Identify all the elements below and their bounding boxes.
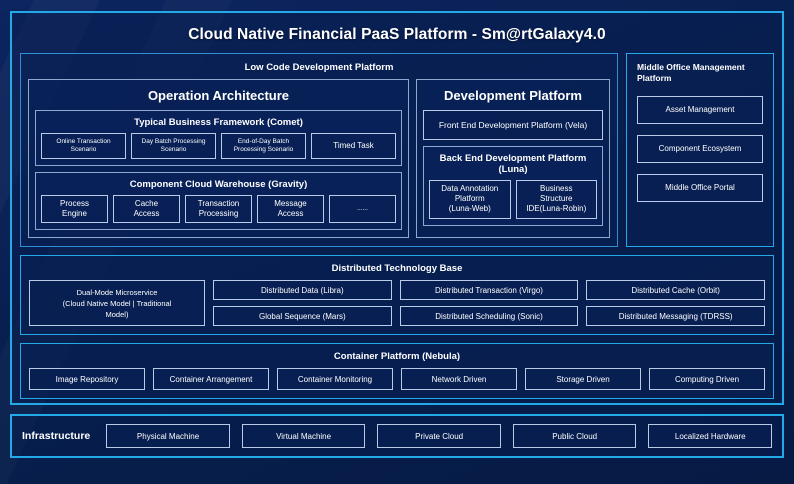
container-platform-heading: Container Platform (Nebula) <box>333 351 461 363</box>
distributed-technology-base-body: Dual-Mode Microservice (Cloud Native Mod… <box>29 280 765 327</box>
middle-office-item-component-ecosystem[interactable]: Component Ecosystem <box>637 134 763 163</box>
component-cloud-warehouse-items: Process Engine Cache Access Transaction … <box>41 195 396 224</box>
back-end-items: Data Annotation Platform (Luna-Web) Busi… <box>429 180 597 219</box>
distributed-tech-cell[interactable]: Global Sequence (Mars) <box>213 306 392 327</box>
infrastructure-cell[interactable]: Private Cloud <box>377 424 501 448</box>
distributed-technology-base-heading: Distributed Technology Base <box>331 263 463 275</box>
back-end-development-platform-title: Back End Development Platform (Luna) <box>439 153 587 175</box>
page-title: Cloud Native Financial PaaS Platform - S… <box>188 26 606 43</box>
upper-section: Low Code Development Platform Operation … <box>20 53 774 248</box>
distributed-technology-grid: Distributed Data (Libra) Distributed Tra… <box>213 280 765 327</box>
distributed-technology-base-panel: Distributed Technology Base Dual-Mode Mi… <box>20 255 774 336</box>
distributed-tech-cell[interactable]: Distributed Cache (Orbit) <box>586 280 765 301</box>
infrastructure-frame: Infrastructure Physical Machine Virtual … <box>10 414 784 458</box>
low-code-columns: Operation Architecture Typical Business … <box>28 79 610 239</box>
component-warehouse-item[interactable]: Cache Access <box>113 195 180 224</box>
low-code-development-platform-panel: Low Code Development Platform Operation … <box>20 53 618 248</box>
business-framework-item[interactable]: End-of-Day Batch Processing Scenario <box>221 133 306 159</box>
infrastructure-cell[interactable]: Localized Hardware <box>648 424 772 448</box>
container-platform-cell[interactable]: Computing Driven <box>649 368 765 391</box>
distributed-tech-cell[interactable]: Distributed Scheduling (Sonic) <box>399 306 579 327</box>
component-cloud-warehouse-title: Component Cloud Warehouse (Gravity) <box>129 179 308 190</box>
container-platform-cell[interactable]: Container Monitoring <box>277 368 393 391</box>
front-end-development-platform[interactable]: Front End Development Platform (Vela) <box>423 110 603 140</box>
development-platform-panel: Development Platform Front End Developme… <box>416 79 610 239</box>
typical-business-framework-group: Typical Business Framework (Comet) Onlin… <box>35 110 402 166</box>
business-framework-item[interactable]: Day Batch Processing Scenario <box>131 133 216 159</box>
container-platform-panel: Container Platform (Nebula) Image Reposi… <box>20 343 774 400</box>
infrastructure-cell[interactable]: Physical Machine <box>106 424 230 448</box>
back-end-item[interactable]: Business Structure IDE(Luna-Robin) <box>515 180 597 219</box>
distributed-tech-cell[interactable]: Distributed Data (Libra) <box>213 280 392 301</box>
component-warehouse-item[interactable]: Transaction Processing <box>185 195 252 224</box>
infrastructure-row: Physical Machine Virtual Machine Private… <box>106 424 772 448</box>
middle-office-item-portal[interactable]: Middle Office Portal <box>637 173 763 202</box>
development-platform-title: Development Platform <box>444 88 582 103</box>
distributed-tech-cell[interactable]: Distributed Messaging (TDRSS) <box>586 306 765 327</box>
typical-business-framework-title: Typical Business Framework (Comet) <box>134 117 303 128</box>
container-platform-cell[interactable]: Image Repository <box>29 368 145 391</box>
component-warehouse-item[interactable]: Message Access <box>257 195 324 224</box>
low-code-platform-heading: Low Code Development Platform <box>244 62 394 73</box>
business-framework-item[interactable]: Online Transaction Scenario <box>41 133 126 159</box>
middle-office-management-platform-panel: Middle Office Management Platform Asset … <box>626 53 774 248</box>
infrastructure-label: Infrastructure <box>22 430 91 442</box>
component-warehouse-item-more[interactable]: ...... <box>329 195 396 224</box>
middle-office-platform-title: Middle Office Management Platform <box>637 62 745 84</box>
component-cloud-warehouse-group: Component Cloud Warehouse (Gravity) Proc… <box>35 172 402 231</box>
middle-office-item-asset-management[interactable]: Asset Management <box>637 95 763 124</box>
back-end-development-platform-group: Back End Development Platform (Luna) Dat… <box>423 146 603 226</box>
infrastructure-cell[interactable]: Virtual Machine <box>241 424 366 448</box>
typical-business-framework-items: Online Transaction Scenario Day Batch Pr… <box>41 133 396 159</box>
container-platform-row: Image Repository Container Arrangement C… <box>29 368 765 391</box>
component-warehouse-item[interactable]: Process Engine <box>41 195 108 224</box>
distributed-tech-cell[interactable]: Distributed Transaction (Virgo) <box>399 280 579 301</box>
container-platform-cell[interactable]: Network Driven <box>401 368 517 391</box>
back-end-item[interactable]: Data Annotation Platform (Luna-Web) <box>429 180 511 219</box>
operation-architecture-panel: Operation Architecture Typical Business … <box>28 79 409 239</box>
operation-architecture-title: Operation Architecture <box>147 88 290 103</box>
infrastructure-cell[interactable]: Public Cloud <box>512 424 637 448</box>
business-framework-item[interactable]: Timed Task <box>311 133 396 159</box>
dual-mode-microservice-box[interactable]: Dual-Mode Microservice (Cloud Native Mod… <box>29 280 205 327</box>
container-platform-cell[interactable]: Storage Driven <box>525 368 641 391</box>
container-platform-cell[interactable]: Container Arrangement <box>153 368 269 391</box>
platform-main-frame: Cloud Native Financial PaaS Platform - S… <box>10 11 784 405</box>
